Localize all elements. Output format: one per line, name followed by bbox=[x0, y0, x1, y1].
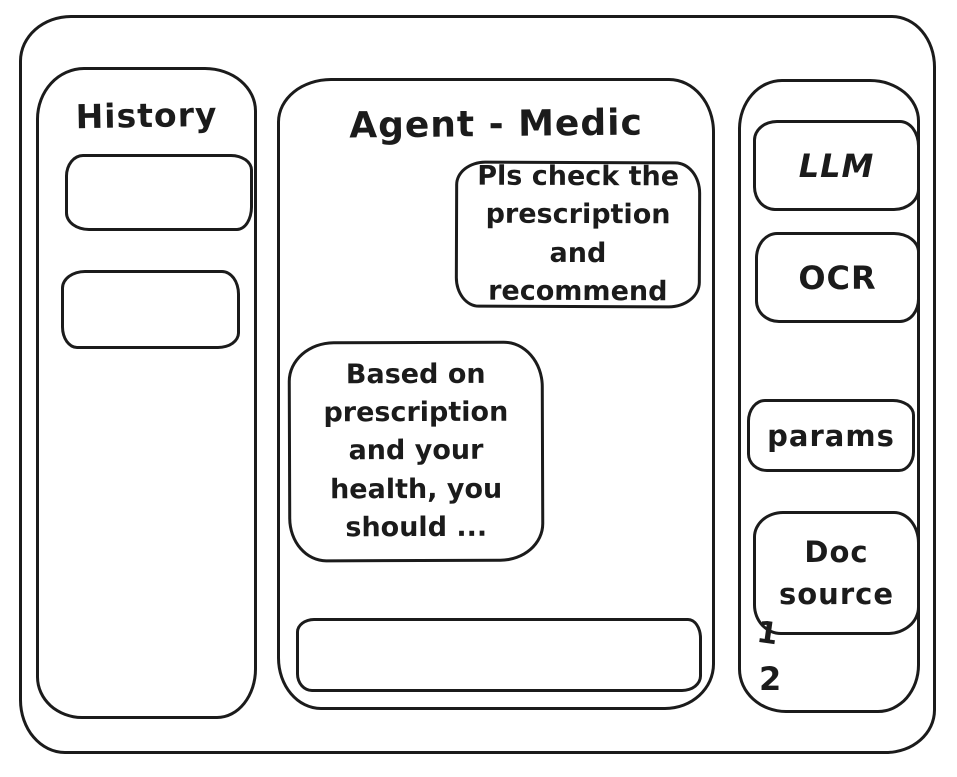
doc-source-button[interactable]: Doc source bbox=[753, 511, 920, 635]
params-button[interactable]: params bbox=[747, 399, 915, 472]
tools-panel: LLM OCR params Doc source 1 2 bbox=[738, 79, 920, 713]
assistant-message-bubble: Based on prescription and your health, y… bbox=[287, 340, 545, 563]
history-item-1[interactable] bbox=[65, 154, 253, 231]
user-message-bubble: Pls check the prescription and recommend bbox=[454, 160, 702, 309]
doc-source-item-2[interactable]: 2 bbox=[759, 660, 782, 698]
chat-panel: Agent - Medic Pls check the prescription… bbox=[277, 78, 715, 710]
ocr-button[interactable]: OCR bbox=[755, 232, 920, 323]
message-input[interactable] bbox=[296, 618, 702, 692]
history-title: History bbox=[75, 94, 218, 136]
history-panel: History bbox=[36, 67, 257, 719]
llm-button[interactable]: LLM bbox=[753, 120, 920, 211]
doc-source-item-1[interactable]: 1 bbox=[754, 614, 781, 653]
history-item-2[interactable] bbox=[61, 270, 240, 349]
chat-title: Agent - Medic bbox=[348, 101, 644, 147]
